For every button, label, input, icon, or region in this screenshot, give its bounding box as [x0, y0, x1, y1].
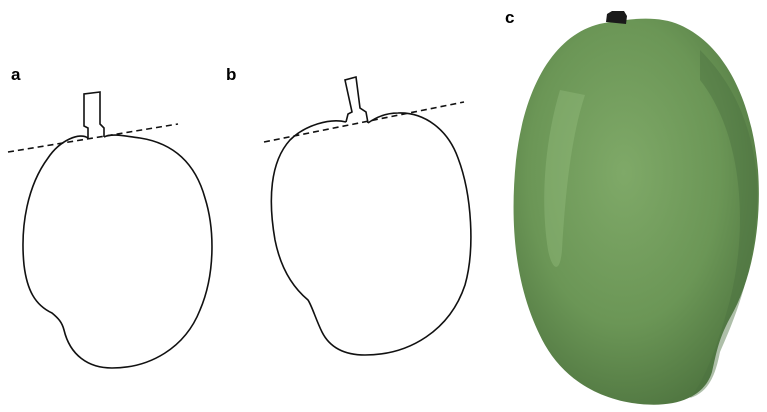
outline-a-dashed-line [8, 124, 178, 152]
mango-outline-a [8, 92, 212, 368]
outline-b-dashed-line [264, 102, 464, 142]
outline-b-body [271, 113, 471, 355]
outline-b-stem [345, 77, 368, 123]
outline-a-body [23, 135, 212, 368]
mango-photo-c [514, 11, 759, 405]
mango-outline-b [264, 77, 471, 355]
mango-stem [606, 11, 627, 24]
outline-a-stem [84, 92, 104, 138]
